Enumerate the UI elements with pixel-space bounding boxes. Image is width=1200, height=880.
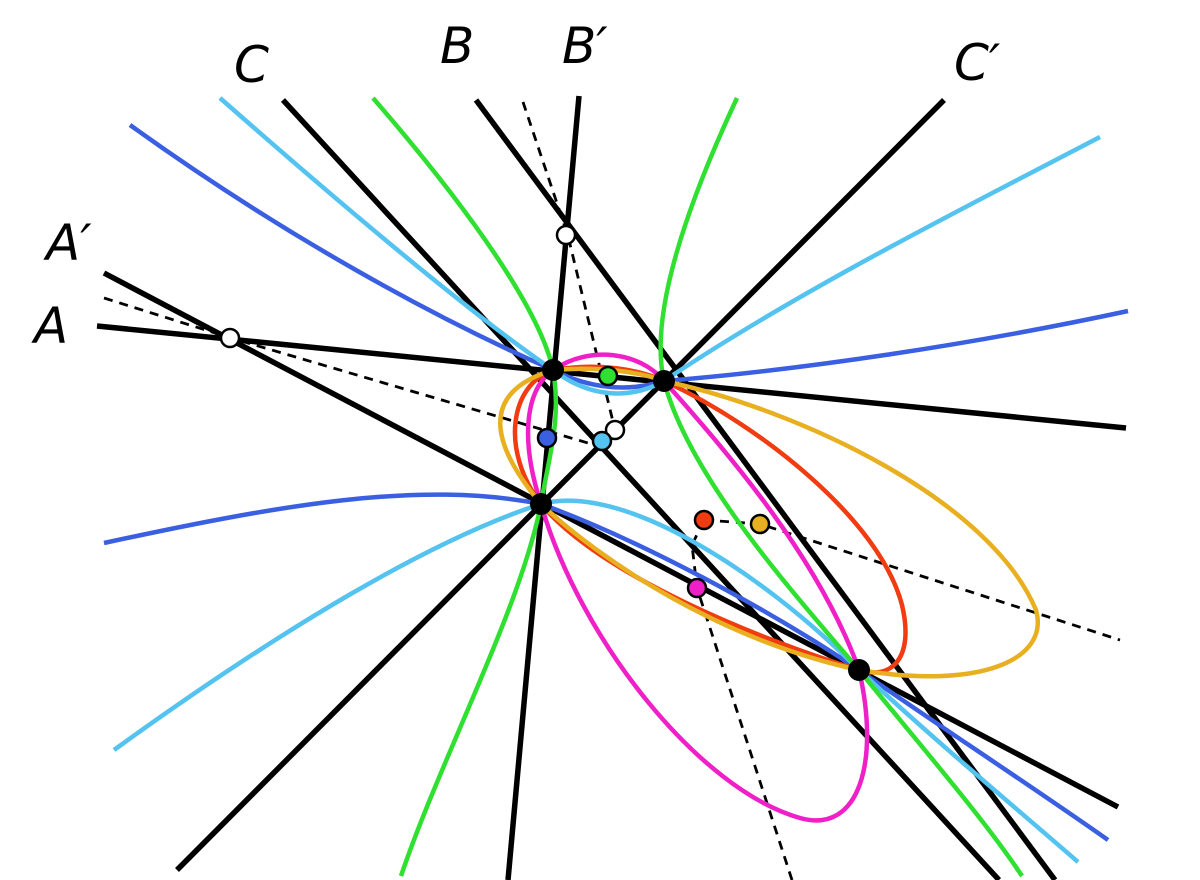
label-b-prime: B′ bbox=[562, 17, 608, 75]
point-red bbox=[693, 509, 715, 531]
conic-green-branch-right bbox=[658, 97, 1024, 878]
point-magenta bbox=[686, 577, 708, 599]
base-point-4 bbox=[848, 659, 870, 681]
conic-blue-branch-lower bbox=[103, 492, 1110, 842]
label-a: A bbox=[31, 297, 68, 355]
open-point-top bbox=[555, 224, 577, 246]
base-point-2 bbox=[653, 370, 675, 392]
label-a-prime: A′ bbox=[43, 214, 92, 272]
conic-blue-branch-upper bbox=[128, 123, 1129, 390]
line-c bbox=[280, 98, 1002, 880]
colored-points bbox=[536, 365, 771, 599]
line-labels: C B B′ C′ A′ A bbox=[31, 17, 1001, 355]
base-point-1 bbox=[542, 359, 564, 381]
conic-sky-branch-upper bbox=[218, 96, 1102, 396]
line-a-prime bbox=[102, 270, 1120, 810]
point-blue bbox=[536, 427, 558, 449]
label-c-prime: C′ bbox=[954, 34, 1001, 92]
dashed-line-lower bbox=[690, 519, 794, 880]
conic-green-branch-left bbox=[371, 96, 559, 877]
conic-sky-branch-lower bbox=[112, 498, 1080, 864]
label-c: C bbox=[234, 36, 269, 94]
conic-pencil bbox=[103, 96, 1129, 878]
base-points bbox=[530, 359, 870, 681]
open-point-center bbox=[604, 419, 626, 441]
point-sky-blue bbox=[591, 430, 613, 452]
line-b bbox=[473, 98, 1058, 880]
point-gold bbox=[749, 513, 771, 535]
label-b: B bbox=[440, 17, 474, 75]
solid-lines bbox=[96, 95, 1127, 880]
base-point-3 bbox=[530, 493, 552, 515]
open-points bbox=[219, 224, 626, 441]
line-c-prime bbox=[175, 98, 946, 872]
point-green bbox=[597, 365, 619, 387]
open-point-left bbox=[219, 327, 241, 349]
